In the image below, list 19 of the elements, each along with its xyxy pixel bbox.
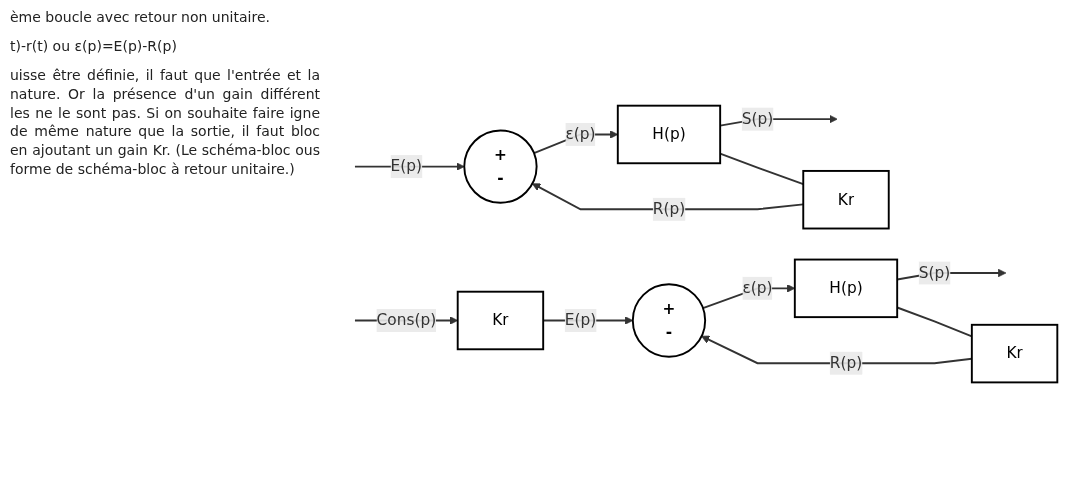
node-box: Kr: [456, 290, 545, 351]
node-circle: + -: [463, 129, 538, 204]
node-box: Kr: [970, 323, 1059, 384]
edge-label: E(p): [390, 156, 423, 176]
edge-label: ε(p): [565, 124, 596, 144]
text-paragraph: t)-r(t) ou ε(p)=E(p)-R(p): [10, 36, 178, 56]
edge-label: E(p): [564, 310, 597, 330]
node-box: H(p): [793, 258, 899, 319]
node-box: H(p): [616, 104, 722, 165]
edge-label: Cons(p): [376, 310, 437, 330]
edge-label: S(p): [918, 263, 951, 282]
edge-label: S(p): [741, 109, 774, 128]
edge-label: R(p): [652, 199, 686, 218]
edge-label: R(p): [829, 353, 863, 372]
node-circle: + -: [631, 283, 707, 358]
text-paragraph: ème boucle avec retour non unitaire.: [10, 8, 271, 27]
node-box: Kr: [802, 169, 890, 230]
text-paragraph: uisse être définie, il faut que l'entrée et la nature. Or la présence d'un gain différent les ne le sont pas. Si on souhaite faire igne de même nature que la sortie, il faut bloc en ajoutant un gain Kr. (Le schéma-bloc ous forme de schéma-bloc à retour unitaire.): [10, 65, 320, 180]
edge-label: ε(p): [742, 278, 773, 297]
